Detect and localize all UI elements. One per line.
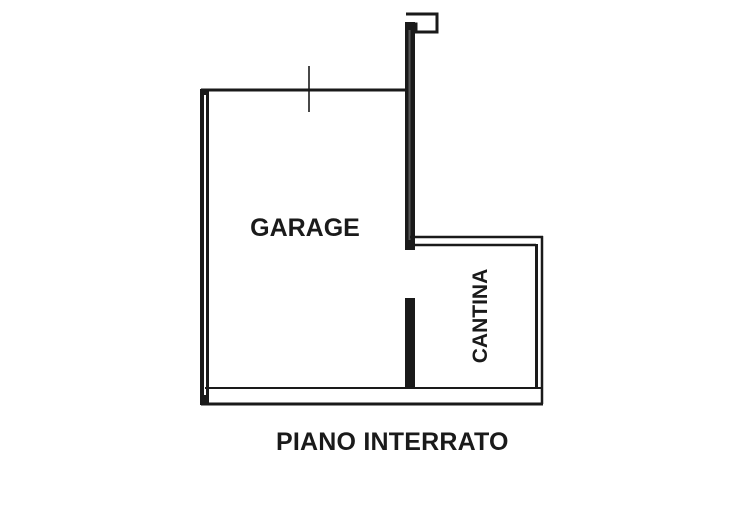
level-caption: PIANO INTERRATO: [276, 428, 509, 456]
partition-lower: [405, 298, 415, 388]
cantina-right-wall-inner: [535, 244, 538, 388]
cantina-walls: [410, 235, 544, 404]
garage-walls: [200, 88, 543, 406]
garage-label: GARAGE: [250, 214, 360, 242]
partition-wall: [405, 12, 439, 388]
cantina-label: CANTINA: [469, 269, 492, 364]
flue-cap: [406, 12, 439, 34]
